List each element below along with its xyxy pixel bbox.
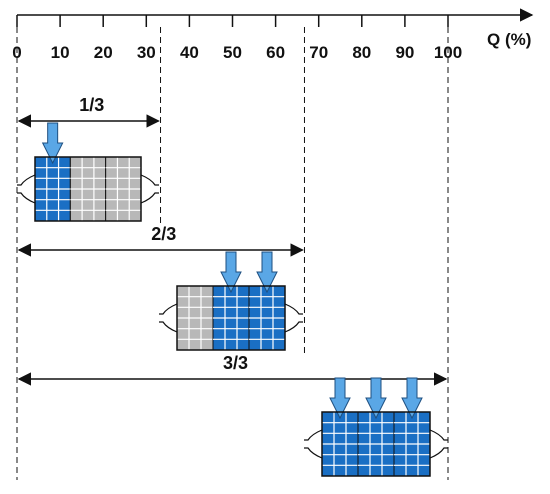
end-cap-icon [429, 429, 448, 459]
stage-label: 2/3 [151, 224, 176, 244]
feed-arrow-icon [401, 377, 423, 420]
tick-label: 30 [137, 43, 156, 62]
stage-1: 1/3 [17, 27, 162, 225]
stage-3: 3/3 [17, 27, 449, 480]
end-cap-icon [17, 174, 36, 204]
tick-label: 60 [266, 43, 285, 62]
feed-arrow-icon [329, 377, 351, 420]
tick-label: 50 [223, 43, 242, 62]
feed-arrow-icon [365, 377, 387, 420]
stages: 1/3 2/3 3/3 [16, 27, 449, 480]
tick-label: 40 [180, 43, 199, 62]
tick-label: 80 [352, 43, 371, 62]
end-cap-icon [304, 429, 323, 459]
tick-label: 10 [51, 43, 70, 62]
module-frame [34, 156, 142, 222]
stage-2: 2/3 [17, 27, 305, 354]
stage-label: 1/3 [79, 95, 104, 115]
feed-arrow-icon [41, 122, 64, 165]
end-cap-icon [140, 174, 159, 204]
module-frame [321, 411, 431, 477]
tick-label: 70 [309, 43, 328, 62]
axis-title: Q (%) [487, 30, 531, 49]
feed-arrow-icon [220, 251, 242, 294]
end-cap-icon [159, 303, 178, 333]
module-frame [176, 285, 286, 351]
tick-label: 90 [395, 43, 414, 62]
tick-label: 20 [94, 43, 113, 62]
stage-label: 3/3 [223, 353, 248, 373]
feed-arrow-icon [256, 251, 278, 294]
end-cap-icon [284, 303, 303, 333]
